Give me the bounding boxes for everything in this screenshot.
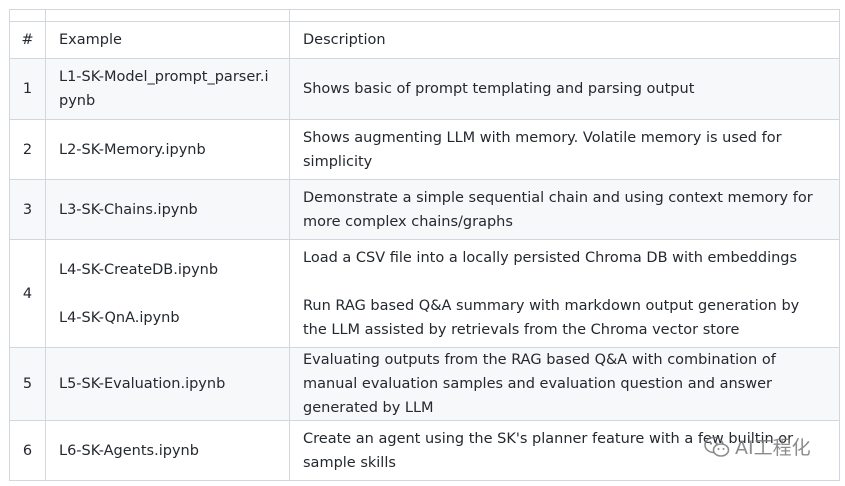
example-filename: L1-SK-Model_prompt_parser.ipynb <box>59 69 269 109</box>
description-text: Run RAG based Q&A summary with markdown … <box>303 297 800 338</box>
table-row: 4 L4-SK-CreateDB.ipynb L4-SK-QnA.ipynb L… <box>9 239 840 348</box>
description-cell: Load a CSV file into a locally persisted… <box>289 239 840 348</box>
example-filename: L2-SK-Memory.ipynb <box>59 141 206 158</box>
description-cell: Shows augmenting LLM with memory. Volati… <box>289 119 840 180</box>
description-cell: Shows basic of prompt templating and par… <box>289 58 840 120</box>
description-text: Shows augmenting LLM with memory. Volati… <box>303 129 782 170</box>
example-filename: L4-SK-CreateDB.ipynb <box>59 261 219 278</box>
description-cell: Create an agent using the SK's planner f… <box>289 420 840 481</box>
description-cell: Demonstrate a simple sequential chain an… <box>289 179 840 240</box>
row-number: 3 <box>9 179 46 240</box>
example-cell: L6-SK-Agents.ipynb <box>45 420 290 481</box>
example-cell: L4-SK-CreateDB.ipynb L4-SK-QnA.ipynb <box>45 239 290 348</box>
row-number: 1 <box>9 58 46 120</box>
empty-header-row <box>9 9 840 22</box>
row-number: 4 <box>9 239 46 348</box>
table-row: 1 L1-SK-Model_prompt_parser.ipynb Shows … <box>9 58 840 120</box>
example-cell: L3-SK-Chains.ipynb <box>45 179 290 240</box>
examples-table: # Example Description 1 L1-SK-Model_prom… <box>9 9 840 481</box>
paragraph-gap <box>303 270 826 294</box>
table-row: 2 L2-SK-Memory.ipynb Shows augmenting LL… <box>9 119 840 180</box>
table-row: 6 L6-SK-Agents.ipynb Create an agent usi… <box>9 420 840 481</box>
row-number: 5 <box>9 347 46 421</box>
example-filename: L6-SK-Agents.ipynb <box>59 442 199 459</box>
description-text: Demonstrate a simple sequential chain an… <box>303 189 813 230</box>
description-text: Load a CSV file into a locally persisted… <box>303 249 798 266</box>
paragraph-gap <box>59 282 276 306</box>
description-text: Shows basic of prompt templating and par… <box>303 81 695 97</box>
column-header-description: Description <box>289 21 840 59</box>
example-cell: L2-SK-Memory.ipynb <box>45 119 290 180</box>
example-filename: L4-SK-QnA.ipynb <box>59 309 180 326</box>
example-filename: L5-SK-Evaluation.ipynb <box>59 376 226 392</box>
example-cell: L5-SK-Evaluation.ipynb <box>45 347 290 421</box>
table-row: 3 L3-SK-Chains.ipynb Demonstrate a simpl… <box>9 179 840 240</box>
row-number: 2 <box>9 119 46 180</box>
column-header-example: Example <box>45 21 290 59</box>
description-cell: Evaluating outputs from the RAG based Q&… <box>289 347 840 421</box>
table-row: 5 L5-SK-Evaluation.ipynb Evaluating outp… <box>9 347 840 421</box>
example-filename: L3-SK-Chains.ipynb <box>59 201 198 218</box>
empty-cell <box>289 9 840 22</box>
example-cell: L1-SK-Model_prompt_parser.ipynb <box>45 58 290 120</box>
description-text: Evaluating outputs from the RAG based Q&… <box>303 352 776 416</box>
description-text: Create an agent using the SK's planner f… <box>303 430 794 471</box>
empty-cell <box>9 9 46 22</box>
column-header-number: # <box>9 21 46 59</box>
table-header-row: # Example Description <box>9 21 840 59</box>
row-number: 6 <box>9 420 46 481</box>
empty-cell <box>45 9 290 22</box>
